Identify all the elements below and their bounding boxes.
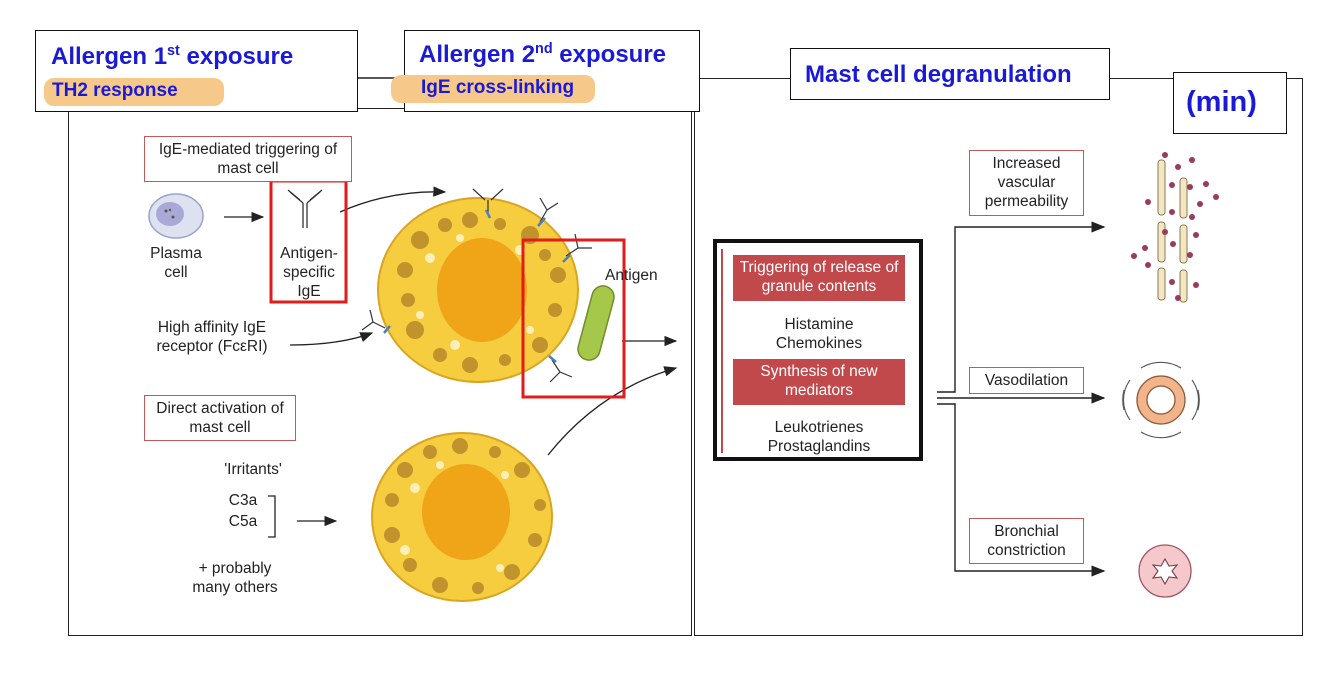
antigen-highlight-box [521,238,626,399]
release-items: Histamine Chemokines [775,316,863,352]
c3a-label: C3a [228,492,258,509]
degranulation-title: Mast cell degranulation [805,61,1072,88]
first-exposure-subtitle: TH2 response [52,80,178,101]
vasodilation-icon [1122,361,1200,439]
plasma-cell-label: Plasma cell [150,245,202,281]
ige-antibody-icon [287,189,323,228]
ige-mediated-box: IgE-mediated triggering of mast cell [144,136,352,182]
vasodilation-box: Vasodilation [969,367,1084,394]
antigen-label: Antigen [605,267,658,284]
timescale-label: (min) [1186,86,1257,118]
permeability-box: Increased vascular permeability [969,150,1084,216]
c5a-label: C5a [228,513,258,530]
synthesis-title: Synthesis of new mediators [733,359,905,405]
first-exposure-title: Allergen 1st exposure [51,43,294,70]
antigen-icon [577,285,615,361]
direct-activation-box: Direct activation of mast cell [144,395,296,441]
antigen-specific-ige-label: Antigen- specific IgE [280,245,338,300]
second-exposure-title: Allergen 2nd exposure [419,41,667,68]
vascular-permeability-icon [1131,152,1219,303]
high-affinity-receptor-label: High affinity IgE receptor (FcεRI) [156,319,268,355]
highlight-marker [44,78,224,106]
timescale-header: (min) [1173,72,1287,134]
first-exposure-header: Allergen 1st exposure TH2 response [35,30,358,112]
second-exposure-subtitle: IgE cross-linking [421,77,575,98]
mast-cell-upper [377,197,579,383]
mediators-box: Triggering of release of granule content… [713,239,923,461]
bronchial-box: Bronchial constriction [969,518,1084,564]
bronchial-constriction-icon [1138,544,1192,598]
mast-cell-lower [371,432,553,602]
degranulation-header: Mast cell degranulation [790,48,1110,100]
release-title: Triggering of release of granule content… [733,255,905,301]
many-others-label: + probably many others [192,560,278,596]
highlight-marker [391,75,595,103]
irritants-label: 'Irritants' [224,461,282,478]
synthesis-items: Leukotrienes Prostaglandins [767,419,871,455]
second-exposure-header: Allergen 2nd exposure IgE cross-linking [391,30,700,112]
plasma-cell-icon [148,193,204,239]
